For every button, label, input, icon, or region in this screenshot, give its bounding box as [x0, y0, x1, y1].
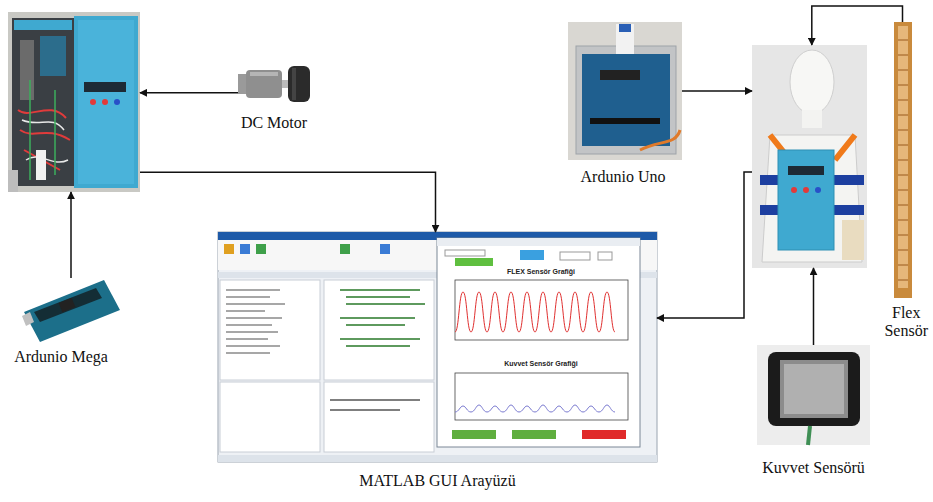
arrow-connector — [140, 172, 436, 232]
arrow-connector — [813, 268, 815, 345]
caption: Kuvvet Sensörü — [762, 459, 865, 477]
device-photo — [8, 12, 140, 192]
chart-title: FLEX Sensör Grafiği — [506, 268, 576, 275]
arduino-mega-photo — [22, 280, 120, 342]
gui-node: MATLAB GUI Arayüzü — [218, 232, 657, 462]
motor-node: DC Motor — [238, 62, 310, 106]
caption: Flex Sensör — [884, 304, 928, 341]
caption: DC Motor — [241, 114, 307, 132]
flex-sensor-photo — [894, 22, 912, 298]
sensor-node: Flex Sensör — [893, 22, 912, 298]
arrow-connector — [682, 90, 752, 92]
mannequin-photo — [752, 45, 867, 268]
caption: Ardunio Mega — [14, 348, 108, 366]
device-box — [8, 12, 140, 192]
arrow-connector — [140, 92, 238, 94]
arduino-uno-photo — [568, 22, 682, 160]
caption: MATLAB GUI Arayüzü — [359, 472, 515, 490]
chart-title: Kuvvet Sensör Grafiği — [503, 360, 579, 367]
board-node: Ardunio Uno — [568, 22, 682, 160]
mannequin-node — [752, 45, 867, 268]
arrow-connector — [657, 172, 752, 318]
arrow-connector — [70, 192, 72, 278]
caption: Ardunio Uno — [581, 168, 666, 186]
sensor-node: Kuvvet Sensörü — [757, 345, 870, 445]
force-sensor-photo — [757, 345, 870, 445]
board-node: Ardunio Mega — [22, 278, 120, 340]
dc-motor-photo — [238, 66, 310, 102]
matlab-screenshot — [218, 232, 657, 462]
arrow-connector — [812, 6, 903, 45]
